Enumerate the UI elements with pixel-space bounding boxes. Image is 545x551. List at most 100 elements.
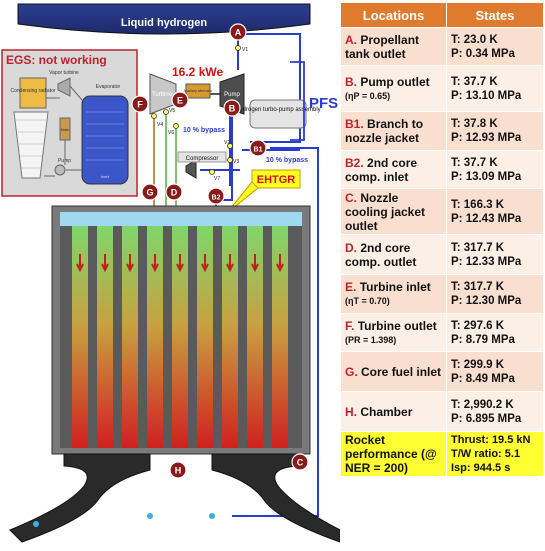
location-letter: F.: [345, 318, 355, 333]
fuel-channel: [197, 226, 213, 448]
fuel-channel: [222, 226, 238, 448]
temperature-value: T: 37.7 K: [451, 75, 498, 88]
location-cell: E. Turbine inlet (ηT = 0.70): [340, 274, 447, 314]
ehtgr-label: EHTGR: [257, 174, 296, 186]
marker-f: F: [131, 95, 149, 113]
valve-v5: V5: [163, 108, 175, 115]
location-cell: G. Core fuel inlet: [340, 351, 447, 392]
reactor-core: [51, 205, 311, 455]
location-name: Chamber: [360, 404, 413, 419]
marker-label: B1: [254, 147, 263, 154]
performance-row: Rocket performance (@ NER = 200) Thrust:…: [340, 431, 544, 477]
valve-label: V2: [224, 140, 230, 146]
temperature-value: T: 23.0 K: [451, 33, 498, 46]
flow-arrow: [201, 254, 209, 273]
pressure-value: P: 13.10 MPa: [451, 89, 522, 102]
pressure-value: P: 6.895 MPa: [451, 412, 522, 425]
nozzle: [9, 453, 340, 543]
location-cell: F. Turbine outlet(PR = 1.398): [340, 313, 447, 352]
thrust-value: Thrust: 19.5 kN: [451, 434, 531, 446]
performance-values: Thrust: 19.5 kN T/W ratio: 5.1 Isp: 944.…: [446, 431, 544, 477]
header-states: States: [446, 2, 544, 28]
marker-label: C: [297, 458, 304, 468]
location-name: Nozzle cooling jacket outlet: [345, 190, 426, 233]
valve-v4: V4: [151, 113, 163, 128]
location-name: Pump outlet: [360, 74, 430, 89]
state-table: Locations States A. Propellant tank outl…: [340, 2, 544, 477]
valve-v7: V7: [209, 169, 220, 182]
vapor-turbine-label: Vapor turbine: [49, 70, 79, 76]
marker-label: H: [175, 466, 182, 476]
valve-v1: V1: [235, 45, 248, 53]
location-cell: A. Propellant tank outlet: [340, 27, 447, 66]
marker-a: A: [229, 23, 247, 41]
valve-label: V1: [242, 47, 248, 53]
turbopump-label: Hydrogen turbo-pump assembly: [235, 107, 320, 113]
valves: V1 V2 V3 V4 V5 V6 V7: [151, 45, 248, 182]
marker-b2: B2: [207, 187, 225, 205]
location-cell: C. Nozzle cooling jacket outlet: [340, 188, 447, 235]
fuel-channel: [147, 226, 163, 448]
location-letter: E.: [345, 280, 357, 294]
location-letter: C.: [345, 190, 357, 205]
marker-label: D: [171, 188, 178, 198]
marker-b: B: [223, 99, 241, 117]
fuel-channel: [72, 226, 88, 448]
marker-label: B2: [212, 195, 221, 202]
location-cell: B2. 2nd core comp. inlet: [340, 150, 447, 189]
evaporator-label: Evaporator: [96, 84, 121, 90]
liquid-hydrogen-tank: Liquid hydrogen: [17, 3, 311, 35]
temperature-value: T: 297.6 K: [451, 319, 505, 332]
location-name: Propellant tank outlet: [345, 32, 420, 61]
pfs-label: PFS: [309, 95, 338, 112]
marker-label: G: [146, 188, 153, 198]
tw-value: T/W ratio: 5.1: [451, 448, 521, 460]
header-locations: Locations: [340, 2, 447, 28]
fuel-channels: [72, 226, 288, 448]
pressure-value: P: 8.79 MPa: [451, 333, 515, 346]
location-note: (ηT = 0.70): [345, 296, 390, 306]
valve-label: V6: [168, 130, 174, 136]
valve-v3: V3: [227, 157, 239, 165]
flow-arrow: [226, 254, 234, 273]
flow-arrow: [251, 254, 259, 273]
valve-label: V7: [214, 176, 220, 182]
location-letter: B1.: [345, 117, 364, 131]
valve-label: V4: [157, 122, 163, 128]
isp-value: Isp: 944.5 s: [451, 462, 511, 474]
pressure-value: P: 13.09 MPa: [451, 170, 522, 183]
location-cell: B. Pump outlet(ηP = 0.65): [340, 65, 447, 112]
fuel-channel: [172, 226, 188, 448]
fuel-channel: [97, 226, 113, 448]
location-letter: A.: [345, 32, 357, 47]
valve-v2: V2: [224, 140, 233, 149]
pump-label: Pump: [224, 92, 240, 98]
location-note: (PR = 1.398): [345, 334, 397, 345]
egs-main-label: Main: [61, 127, 70, 132]
fuel-channel: [122, 226, 138, 448]
pressure-value: P: 12.33 MPa: [451, 255, 522, 268]
location-note: (ηP = 0.65): [345, 90, 391, 101]
marker-label: E: [177, 96, 183, 106]
location-name: Turbine inlet: [359, 280, 431, 294]
table-header: Locations States: [340, 2, 544, 28]
location-name: Turbine outlet: [357, 318, 437, 333]
turbopump-assembly: 16.2 kWe Turbine Auxiliary alternator Pu…: [149, 65, 321, 129]
temperature-value: T: 299.9 K: [451, 358, 505, 371]
location-letter: B.: [345, 74, 357, 89]
flow-arrow: [101, 254, 109, 273]
turbine-label: Turbine: [152, 92, 173, 98]
flow-arrow: [276, 254, 284, 273]
location-letter: D.: [345, 240, 357, 255]
